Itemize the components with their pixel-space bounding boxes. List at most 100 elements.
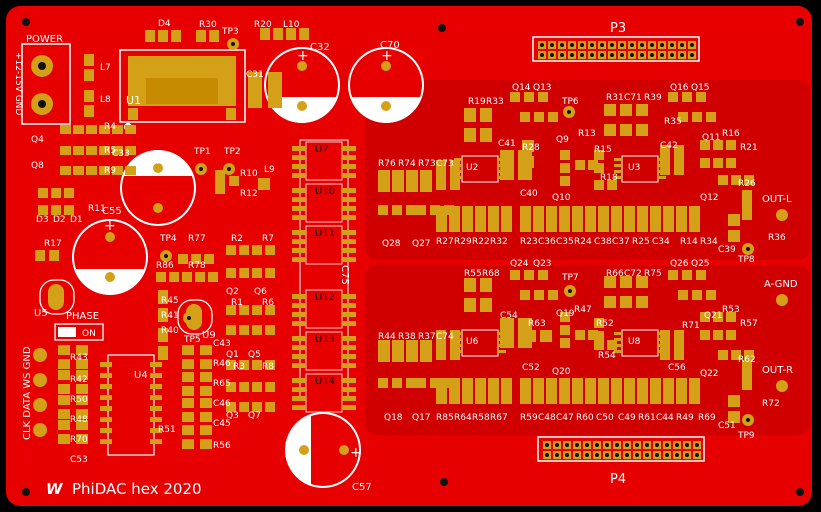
smd-pad [239,382,249,392]
label-out-r: OUT-R [762,365,793,376]
opamp-pin [342,345,356,350]
pin-hole [625,453,629,457]
designator-u8: U8 [628,337,641,347]
designator-r35: R35 [664,117,682,127]
pin-hole [615,453,619,457]
designator-r78: R78 [188,261,206,271]
smd-pad [464,298,476,312]
smd-pad [636,124,648,136]
ic-pin [614,350,622,353]
smd-pad [260,28,270,40]
smd-pad [76,420,88,430]
board-title: PhiDAC hex 2020 [72,480,202,498]
ic-pin [658,176,666,179]
smd-pad [713,140,723,150]
smd-pad [510,92,520,102]
out-r-pad[interactable] [776,380,788,392]
smd-pad [191,254,201,264]
opamp-pin [342,173,356,178]
designator-r36: R36 [768,233,786,243]
smd-pad [449,378,460,404]
pin-hole [575,443,579,447]
ic-pin [614,170,622,173]
smd-pad [392,205,402,215]
smd-pad [689,206,700,232]
label-c75: C75 [339,265,350,285]
designator-r6: R6 [262,298,274,308]
smd-pad [182,439,194,449]
designator-r70: R70 [70,435,88,445]
smd-pad [84,69,94,81]
smd-pad [522,156,534,168]
ic-pin [454,170,462,173]
ic-pin [614,158,622,161]
designator-r65: R65 [213,379,231,389]
designator-r60: R60 [576,413,594,423]
designator-r43: R43 [70,353,88,363]
designator-c46: C46 [213,399,231,409]
opamp-pin [292,378,306,383]
designator-q5: Q5 [248,350,261,360]
smd-pad [406,205,416,215]
designator-q16: Q16 [670,83,689,93]
smd-pad [611,378,622,404]
smd-pad [462,206,473,232]
smd-pad [392,340,404,362]
capacitor-c57: + [285,412,362,488]
smd-pad [76,434,88,444]
designator-r61: R61 [638,413,656,423]
smd-pad [38,205,48,215]
smd-pad [637,206,648,232]
smd-pad [501,206,512,232]
smd-pad [200,345,212,355]
pin-hole [595,443,599,447]
smd-pad [208,272,218,282]
designator-q19: Q19 [556,309,575,319]
opamp-pin [292,312,306,317]
smd-pad [560,150,570,160]
header-p3[interactable] [532,36,700,62]
smd-pad [215,176,225,186]
smd-pad [76,345,88,355]
smd-pad [475,206,486,232]
smd-pad [663,378,674,404]
designator-q6: Q6 [254,287,267,297]
smd-pad [559,206,570,232]
u4-pin [150,428,162,433]
label-power: POWER [26,34,63,45]
smd-pad [620,296,632,308]
smd-pad [560,176,570,186]
ic-outline [461,155,499,183]
a-gnd-pad[interactable] [776,294,788,306]
designator-c72: C72 [624,269,642,279]
smd-pad [464,128,476,142]
power-connector[interactable] [21,43,71,125]
svg-text:+: + [297,48,309,64]
ic-pin [498,344,506,347]
svg-text:+: + [350,445,362,461]
signal-header[interactable] [33,348,47,437]
smd-pad [520,112,530,122]
smd-pad [73,146,84,155]
designator-r1: R1 [231,298,243,308]
smd-pad [226,305,236,315]
u1-thermal [146,78,218,104]
designator-tp8: TP8 [737,255,755,265]
ic-outline [621,329,659,357]
pin-hole [645,453,649,457]
pin-hole [620,43,624,47]
header-p4[interactable] [537,436,705,462]
opamp-pin [342,248,356,253]
pin-hole [690,53,694,57]
phase-switch[interactable] [54,323,104,341]
designator-r23: R23 [520,237,538,247]
smd-pad [406,340,418,362]
smd-pad [534,290,544,300]
smd-pad [728,214,740,226]
smd-pad [534,112,544,122]
smd-pad [378,170,390,192]
ic-pin [658,164,666,167]
ic-pin [454,164,462,167]
pin-hole [640,53,644,57]
out-l-pad[interactable] [776,209,788,221]
